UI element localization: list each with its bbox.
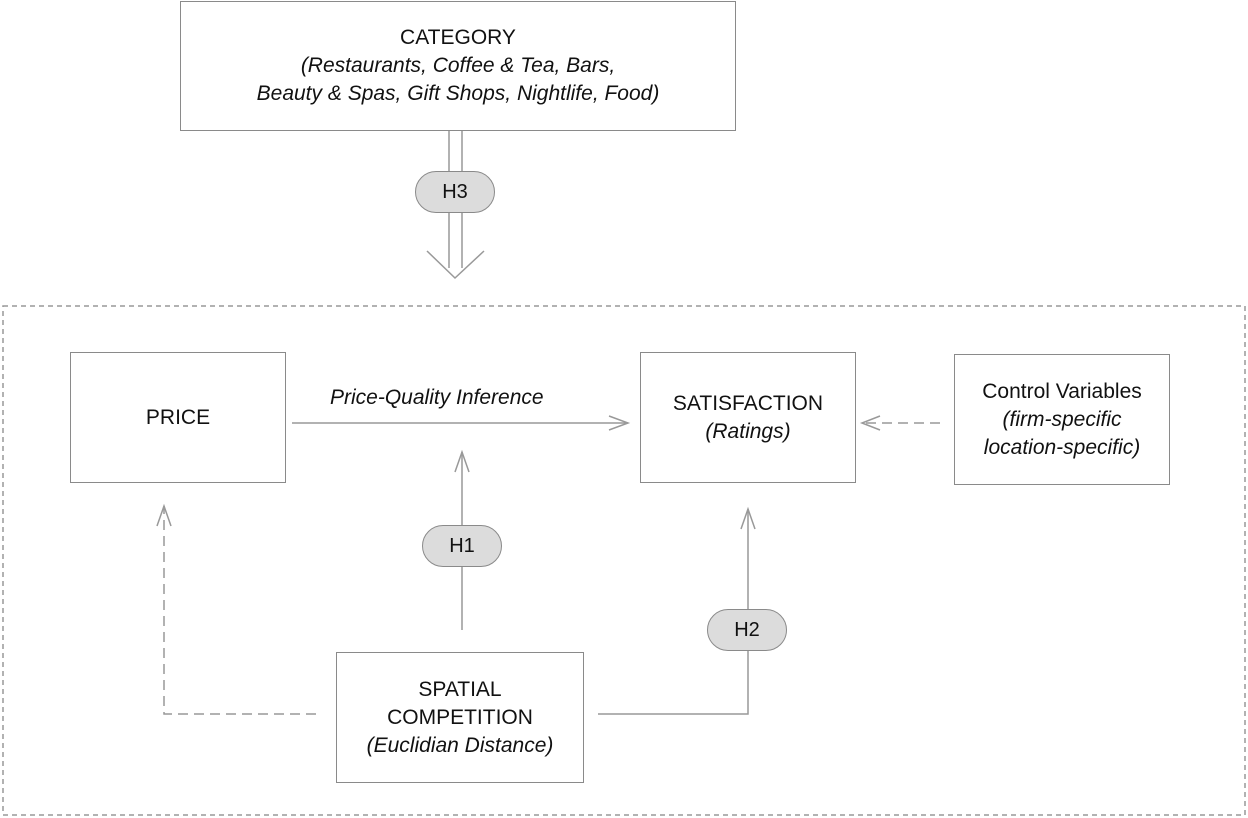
- controls-title: Control Variables: [982, 379, 1142, 403]
- control-variables-box: Control Variables (firm-specific locatio…: [954, 354, 1170, 485]
- satisfaction-box: SATISFACTION (Ratings): [640, 352, 856, 483]
- h2-arrowhead: [740, 506, 756, 530]
- moderation-frame: [2, 305, 1246, 816]
- category-title: CATEGORY: [400, 26, 516, 49]
- spatial-line3: (Euclidian Distance): [366, 733, 554, 757]
- h2-badge: H2: [707, 609, 787, 651]
- category-list-line2: Beauty & Spas, Gift Shops, Nightlife, Fo…: [256, 82, 660, 105]
- spatial-competition-box: SPATIAL COMPETITION (Euclidian Distance): [336, 652, 584, 783]
- h2-arrow-line: [598, 509, 749, 715]
- controls-line1: (firm-specific: [1002, 407, 1122, 431]
- category-box: CATEGORY (Restaurants, Coffee & Tea, Bar…: [180, 1, 736, 131]
- spatial-line1: SPATIAL: [418, 677, 502, 701]
- satisfaction-subtitle: (Ratings): [705, 419, 791, 443]
- controls-line2: location-specific): [983, 435, 1141, 459]
- controls-to-satisfaction-arrowhead: [859, 415, 881, 431]
- price-to-satisfaction-arrowhead: [608, 415, 631, 431]
- spatial-to-price-line: [163, 506, 316, 715]
- price-title: PRICE: [145, 405, 211, 429]
- satisfaction-title: SATISFACTION: [672, 391, 824, 415]
- spatial-to-price-arrowhead: [156, 503, 172, 527]
- price-quality-inference-label: Price-Quality Inference: [330, 386, 544, 409]
- h1-arrowhead: [454, 449, 470, 473]
- price-box: PRICE: [70, 352, 286, 483]
- h1-badge: H1: [422, 525, 502, 567]
- h1-label: H1: [449, 534, 475, 557]
- h3-badge: H3: [415, 171, 495, 213]
- h3-label: H3: [442, 180, 468, 203]
- category-list-line1: (Restaurants, Coffee & Tea, Bars,: [300, 54, 616, 77]
- spatial-line2: COMPETITION: [387, 705, 533, 729]
- h3-arrow-head: [426, 250, 485, 280]
- h2-label: H2: [734, 618, 760, 641]
